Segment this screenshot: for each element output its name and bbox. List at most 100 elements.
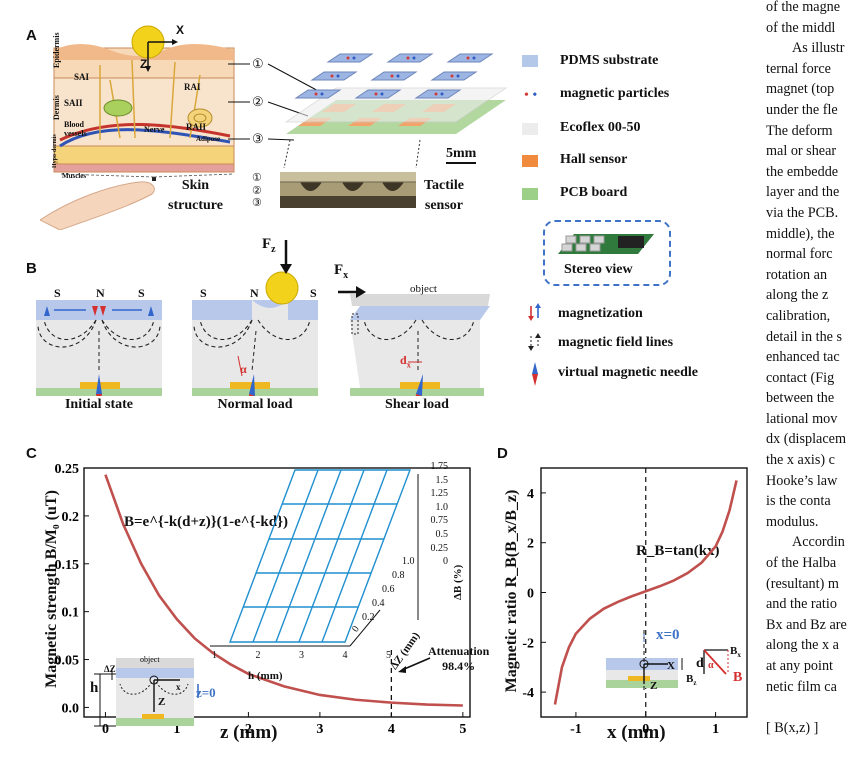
force-fx-label: Fx xyxy=(334,262,348,281)
body-text-line: Hooke’s law xyxy=(766,472,838,489)
callout-3: ③ xyxy=(252,131,264,146)
chart-c-frame xyxy=(83,467,471,718)
attenuation-line2: 98.4% xyxy=(442,659,476,673)
alpha-label: α xyxy=(240,362,247,376)
body-text-line: is the conta xyxy=(766,493,831,510)
chart-c-ytick-label: 0.0 xyxy=(62,701,80,716)
chart-c-xtick-label: 2 xyxy=(245,722,252,737)
normal-load-diagram xyxy=(192,240,318,396)
body-text-line: layer and the xyxy=(766,184,840,201)
inset-3d-x-ticks: 1 2 3 4 5 xyxy=(212,650,391,661)
legend-virtual-needle: virtual magnetic needle xyxy=(558,365,698,380)
inset-y-tick-06: 0.6 xyxy=(382,584,395,595)
legend-swatch-particles: • • xyxy=(524,88,538,103)
inset-x-tick: 1 xyxy=(212,650,217,661)
initial-state-diagram xyxy=(36,300,162,396)
inset-c-dz: ΔZ xyxy=(104,664,116,674)
skin-label-raii: RAII xyxy=(186,122,207,132)
inset-d-sensor xyxy=(606,630,729,690)
skin-caption-line1: Skin xyxy=(181,178,210,193)
skin-label-rai: RAI xyxy=(184,82,201,92)
stereo-view-caption: Stereo view xyxy=(564,262,633,277)
dx-main: d xyxy=(400,353,407,367)
inset-d-x0-arrow xyxy=(643,634,645,644)
dx-sub: x xyxy=(406,360,411,370)
body-text-line: (resultant) m xyxy=(766,575,839,592)
chart-d-ytick-label: 4 xyxy=(527,487,534,502)
b-initial-pole-s1: S xyxy=(54,286,61,300)
inset-d-x0: x=0 xyxy=(656,627,680,643)
callout-1: ① xyxy=(252,56,264,71)
inset-c-z0: z=0 xyxy=(196,685,216,700)
legend-swatch-pdms xyxy=(522,55,538,67)
axis-x-label: X xyxy=(176,23,185,37)
chart-c-formula: B=e^{-k(d+z)}(1-e^{-kd}) xyxy=(124,514,288,530)
body-text-line: ternal force xyxy=(766,60,831,77)
inset-c-z: Z xyxy=(158,696,166,708)
inset-d-bx-sub: x xyxy=(737,651,741,660)
legend-label-pcb: PCB board xyxy=(560,185,628,200)
legend-magnetization: magnetization xyxy=(558,306,643,321)
legend-swatch-ecoflex xyxy=(522,123,538,135)
b-initial-pole-n: N xyxy=(96,286,105,300)
legend-swatch-pcb xyxy=(522,188,538,200)
inset-z-tick: 0.5 xyxy=(435,528,449,540)
chart-c-xtick-label: 5 xyxy=(459,722,466,737)
inset-d-d: d xyxy=(696,656,704,671)
inset-x-tick: 5 xyxy=(386,650,391,661)
legend-b-icons xyxy=(528,303,541,386)
inset-3d-z-ticks: 1.75 1.5 1.25 1.0 0.75 0.5 0.25 0 xyxy=(418,460,449,569)
inset-y-tick-02: 0.2 xyxy=(362,612,375,623)
b-normal-pole-s1: S xyxy=(200,286,207,300)
legend-label-pdms: PDMS substrate xyxy=(560,53,659,68)
chart-c-xlabel: z (mm) xyxy=(220,722,278,743)
chart-d-xlabel: x (mm) xyxy=(607,722,666,743)
inset-y-tick-10: 1.0 xyxy=(402,556,415,567)
body-text-line: and the ratio xyxy=(766,596,837,613)
chart-c-xtick-label: 1 xyxy=(173,722,180,737)
body-text-line: The deform xyxy=(766,122,833,139)
chart-c-ytick-label: 0.05 xyxy=(55,654,80,669)
chart-d-ytick-label: 2 xyxy=(527,537,534,552)
legend-label-hall: Hall sensor xyxy=(560,152,628,167)
shear-load-diagram xyxy=(338,286,490,396)
skin-layer-muscles: Muscles xyxy=(62,172,87,180)
chart-c-series-line xyxy=(104,474,463,707)
caption-normal-load: Normal load xyxy=(217,397,293,412)
inset-d-bz-main: B xyxy=(686,673,694,685)
shear-object-label: object xyxy=(410,283,437,295)
skin-label-sai: SAI xyxy=(74,72,90,82)
body-text-line: the x axis) c xyxy=(766,452,835,469)
tactile-sensor-caption: Tactile sensor xyxy=(424,176,464,216)
panel-b-diagram xyxy=(36,240,490,396)
body-text-line: the embedde xyxy=(766,163,839,180)
chart-c-ytick-label: 0.25 xyxy=(55,462,80,477)
body-text-line: of the Halba xyxy=(766,555,837,572)
panel-b-letter: B xyxy=(26,260,37,277)
inset-3d-surface xyxy=(210,469,419,647)
body-text-line: along the z xyxy=(766,287,829,304)
chart-d-ytick-label: 0 xyxy=(527,587,534,602)
chart-d-formula: R_B=tan(kx) xyxy=(636,543,720,559)
inset-d-z: Z xyxy=(650,680,658,692)
body-text-line: dx (displacem xyxy=(766,431,846,448)
inset-d-bz-sub: z xyxy=(693,679,697,688)
inset-z-tick: 1.0 xyxy=(435,501,449,513)
skin-label-adipose: Adipose xyxy=(196,135,221,143)
inset-d-alpha: α xyxy=(708,660,714,671)
body-text-line: of the middl xyxy=(766,19,836,36)
body-text-line: calibration, xyxy=(766,307,831,324)
chart-d-xtick-label: -1 xyxy=(570,722,582,737)
body-text-line: modulus. xyxy=(766,513,819,530)
inset-y-tick-08: 0.8 xyxy=(392,570,405,581)
photo-guide-lines xyxy=(283,139,421,169)
inset-x-tick: 3 xyxy=(299,650,304,661)
body-text-line: enhanced tac xyxy=(766,349,840,366)
body-text-line: Bx and Bz are xyxy=(766,616,847,633)
attenuation-annotation: Attenuation 98.4% xyxy=(428,644,489,674)
inset-d-x: X xyxy=(667,660,675,672)
inset-z-tick: 1.5 xyxy=(435,474,449,486)
body-text-line: of the magne xyxy=(766,0,841,15)
chart-d-xtick-label: 1 xyxy=(712,722,719,737)
